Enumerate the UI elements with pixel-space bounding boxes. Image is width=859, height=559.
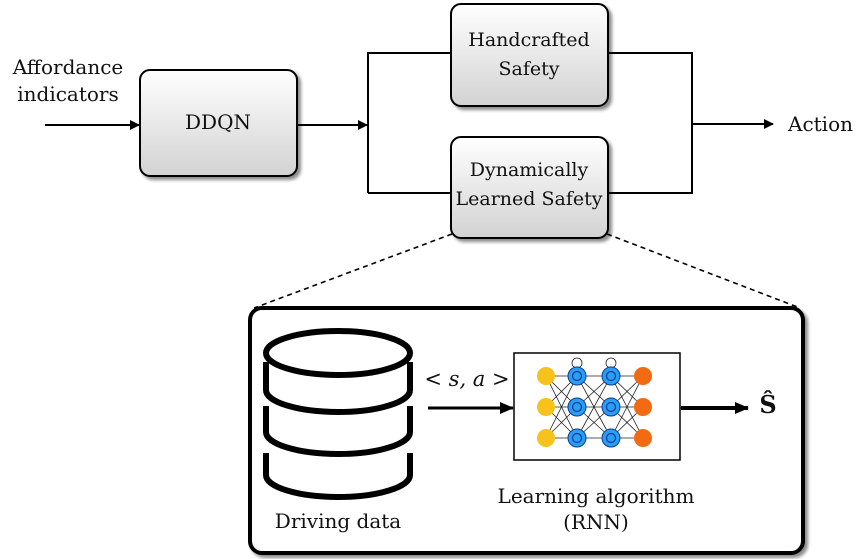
detail-panel: Driving data < s, a > Ŝ Learning algorit…	[248, 306, 805, 555]
neuron-connection	[610, 375, 644, 439]
ddqn-label: DDQN	[185, 110, 251, 134]
ddqn-block: DDQN	[139, 69, 298, 177]
zoom-line-right	[606, 233, 801, 309]
handcrafted-label-line2: Safety	[499, 58, 560, 80]
output-label: Action	[787, 112, 853, 136]
input-neuron	[537, 367, 555, 385]
hidden-neuron	[567, 397, 587, 417]
hidden-neuron-ring	[605, 370, 617, 382]
database-icon	[263, 328, 413, 500]
hidden-neuron-ring	[605, 401, 617, 413]
neuron-connection	[545, 375, 578, 439]
hidden-neuron	[601, 428, 621, 448]
hidden-neuron-ring	[605, 432, 617, 444]
input-label-line2: indicators	[17, 82, 119, 106]
database-top-ellipse	[263, 328, 413, 378]
hidden-neuron-ring	[571, 401, 583, 413]
hidden-neuron-ring	[571, 432, 583, 444]
hidden-neuron	[567, 428, 587, 448]
hidden-neuron-ring	[571, 370, 583, 382]
algorithm-label-line1: Learning algorithm	[498, 484, 695, 508]
predicted-state-symbol: Ŝ	[759, 390, 776, 419]
handcrafted-label-line1: Handcrafted	[468, 29, 589, 51]
input-neuron	[537, 398, 555, 416]
handcrafted-safety-box	[450, 3, 609, 107]
input-label-line1: Affordance	[12, 55, 124, 79]
handcrafted-safety-block: Handcrafted Safety	[450, 3, 609, 107]
hidden-neuron	[601, 366, 621, 386]
dynamic-label-line1: Dynamically	[470, 159, 589, 181]
hidden-neuron	[567, 366, 587, 386]
neuron-connection	[576, 375, 612, 439]
database-segment-bottom	[263, 453, 413, 500]
algorithm-label-line2: (RNN)	[563, 510, 629, 534]
output-neuron	[634, 367, 652, 385]
merge-connector	[608, 52, 693, 194]
database-segment-middle	[263, 406, 413, 457]
dynamic-safety-box	[450, 136, 609, 239]
output-neuron	[634, 398, 652, 416]
zoom-line-left	[253, 233, 453, 309]
input-neuron	[537, 429, 555, 447]
hidden-neuron	[601, 397, 621, 417]
neural-network-nodes	[537, 366, 652, 448]
state-action-label: < s, a >	[424, 367, 509, 391]
dynamic-label-line2: Learned Safety	[456, 188, 603, 210]
ddqn-box	[139, 69, 298, 177]
database-label: Driving data	[275, 509, 401, 533]
output-neuron	[634, 429, 652, 447]
dynamic-safety-block: Dynamically Learned Safety	[450, 136, 609, 239]
split-upper-connector	[367, 52, 451, 193]
